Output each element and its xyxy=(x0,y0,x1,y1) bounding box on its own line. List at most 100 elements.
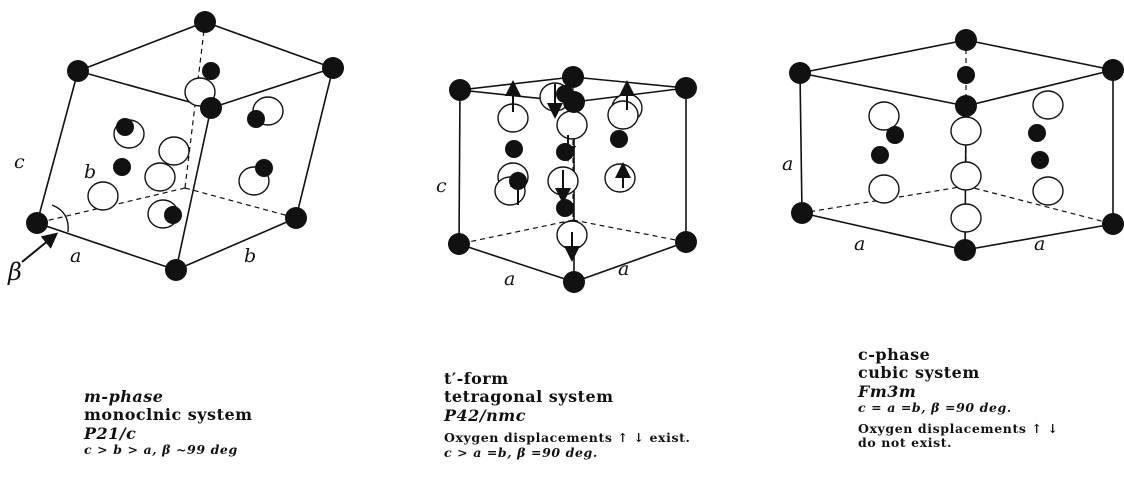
caption-line: c-phase xyxy=(858,345,931,364)
caption-monoclinic: m-phase monoclnic system P21/c c > b > a… xyxy=(84,387,253,458)
metal-atom xyxy=(556,143,574,161)
corner-atom xyxy=(563,91,585,113)
oxygen-atom xyxy=(556,110,588,140)
corner-atom xyxy=(165,259,187,281)
metal-atom xyxy=(556,199,574,217)
oxygen-atom xyxy=(950,116,982,146)
caption-line: c > a =b, β =90 deg. xyxy=(444,444,598,460)
label-a2-cubic: a xyxy=(1034,233,1045,255)
label-a-side-cubic: a xyxy=(782,153,793,175)
metal-atom xyxy=(113,158,131,176)
caption-tetragonal: t′-form tetragonal system P42/nmc Oxygen… xyxy=(444,369,691,460)
metal-atom xyxy=(116,118,134,136)
metal-atom xyxy=(247,110,265,128)
oxygen-atom xyxy=(868,101,900,131)
oxygen-atom xyxy=(1032,90,1064,120)
corner-atom xyxy=(1102,213,1124,235)
cell-edge xyxy=(36,70,79,224)
corner-atom xyxy=(675,77,697,99)
caption-line: m-phase xyxy=(84,387,164,406)
cell-edge xyxy=(175,107,212,271)
hidden-edge xyxy=(572,219,687,243)
cell-edge xyxy=(799,72,967,107)
oxygen-atom xyxy=(950,161,982,191)
label-a-monoclinic: a xyxy=(70,245,81,267)
caption-line: c > b > a, β ~99 deg xyxy=(84,442,238,458)
cell-edge xyxy=(801,212,966,251)
cell-edge xyxy=(77,21,206,72)
cell-edge xyxy=(572,76,687,89)
hidden-edge xyxy=(965,185,1114,225)
cell-edge xyxy=(965,69,1114,107)
oxygen-atom xyxy=(87,181,119,211)
hidden-edge xyxy=(184,187,297,219)
cell-edge xyxy=(204,21,334,69)
caption-line: P21/c xyxy=(84,423,137,443)
corner-atom xyxy=(675,231,697,253)
metal-atom xyxy=(202,62,220,80)
corner-atom xyxy=(954,239,976,261)
beta-pointer-arrow xyxy=(21,232,59,263)
caption-line: c = a =b, β =90 deg. xyxy=(858,400,1012,416)
corner-atom xyxy=(449,79,471,101)
oxygen-atom xyxy=(1032,176,1064,206)
metal-atom xyxy=(610,130,628,148)
metal-atom xyxy=(1031,151,1049,169)
oxygen-atom xyxy=(868,174,900,204)
cell-edge xyxy=(458,89,461,245)
cell-edge xyxy=(295,67,334,219)
corner-atom xyxy=(562,66,584,88)
caption-line: t′-form xyxy=(444,369,509,388)
corner-atom xyxy=(67,60,89,82)
corner-atom xyxy=(194,11,216,33)
caption-line: monoclnic system xyxy=(84,405,253,425)
hidden-edge xyxy=(458,219,574,245)
label-a1-tetragonal: a xyxy=(504,268,515,290)
caption-line: tetragonal system xyxy=(444,387,614,407)
label-beta-monoclinic: β xyxy=(7,258,22,286)
metal-atom xyxy=(164,206,182,224)
label-c-monoclinic: c xyxy=(14,151,25,173)
corner-atom xyxy=(200,97,222,119)
caption-line: Oxygen displacements ↑ ↓ xyxy=(858,420,1059,436)
cell-edge xyxy=(210,67,334,109)
corner-atom xyxy=(563,271,585,293)
cell-edge xyxy=(799,39,967,74)
metal-atom xyxy=(505,140,523,158)
oxygen-displacement-arrows xyxy=(21,80,635,263)
cell-edge xyxy=(799,72,803,214)
oxygen-atom xyxy=(604,163,636,193)
oxygen-atom xyxy=(144,162,176,192)
corner-atom xyxy=(285,207,307,229)
label-c-tetragonal: c xyxy=(436,175,447,197)
cell-edge xyxy=(175,217,297,271)
label-b-inner-monoclinic: b xyxy=(84,161,96,183)
caption-line: Oxygen displacements ↑ ↓ exist. xyxy=(444,430,691,446)
beta-angle-arc xyxy=(51,204,69,233)
corner-atom xyxy=(26,212,48,234)
oxygen-atom xyxy=(607,100,639,130)
label-b-monoclinic: b xyxy=(244,245,256,267)
metal-atom xyxy=(255,159,273,177)
label-a2-tetragonal: a xyxy=(618,258,629,280)
caption-line: Fm3m xyxy=(858,381,917,401)
cell-edge xyxy=(573,241,687,283)
metal-atom xyxy=(871,146,889,164)
caption-line: cubic system xyxy=(858,363,980,383)
caption-cubic: c-phase cubic system Fm3m c = a =b, β =9… xyxy=(858,345,1059,450)
atoms xyxy=(26,11,1124,293)
label-a1-cubic: a xyxy=(854,233,865,255)
oxygen-atom xyxy=(158,136,190,166)
cell-edge xyxy=(964,223,1114,251)
metal-atom xyxy=(1028,124,1046,142)
cell-edge xyxy=(36,222,177,271)
caption-line: P42/nmc xyxy=(444,405,526,425)
cell-edge xyxy=(458,243,575,283)
corner-atom xyxy=(955,95,977,117)
corner-atom xyxy=(789,62,811,84)
corner-atom xyxy=(448,233,470,255)
corner-atom xyxy=(791,202,813,224)
caption-line: do not exist. xyxy=(858,434,953,450)
